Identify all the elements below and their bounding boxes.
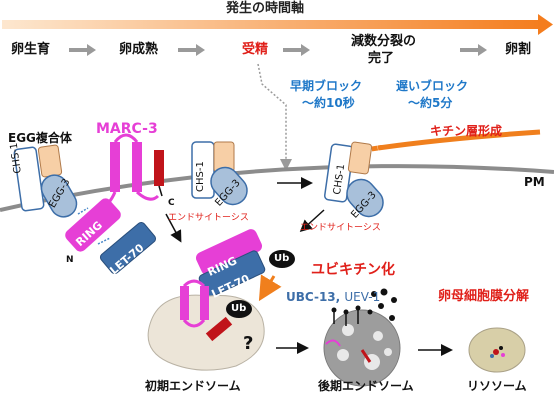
chitin-layer xyxy=(377,129,541,151)
endocytosis-arrow-right xyxy=(299,209,325,233)
dotted-arrow xyxy=(257,63,292,171)
ub-complex xyxy=(195,229,295,298)
interaction-arrow-1 xyxy=(77,207,89,215)
chs1-middle xyxy=(191,141,248,206)
chs1-left xyxy=(13,144,63,212)
chs1-right xyxy=(323,141,384,218)
endocytosis-label-left: エンドサイトーシス xyxy=(168,213,249,223)
stage-oocyte-growth: 卵生育 xyxy=(11,42,51,57)
pm-label: PM xyxy=(524,175,545,189)
chs1-middle-label: CHS-1 xyxy=(195,161,206,192)
stage-meiosis-line2: 完了 xyxy=(368,51,395,66)
ubc13-label: UBC-13, UEV-1 xyxy=(286,291,380,303)
degradation-label: 卵母細胞膜分解 xyxy=(438,289,530,304)
lysosome xyxy=(468,327,526,373)
ring-left xyxy=(65,198,121,252)
stage-meiosis-line1: 減数分裂の xyxy=(351,34,417,49)
late-endosome xyxy=(323,288,401,387)
marc3-label: MARC-3 xyxy=(96,121,158,137)
ubiquitination-arrow xyxy=(258,274,282,302)
ub-tag-1: Ub xyxy=(274,253,290,264)
ubc13-text: UBC-13, xyxy=(286,290,345,304)
early-block-label: 早期ブロック xyxy=(290,79,363,93)
c-terminus-label: C xyxy=(168,198,175,208)
stage-oocyte-maturation: 卵成熟 xyxy=(119,42,159,57)
late-block-time: ～約5分 xyxy=(408,96,453,110)
let70-left xyxy=(99,221,157,275)
question-mark: ? xyxy=(243,333,254,354)
early-block-time: ～約10秒 xyxy=(302,96,355,110)
chitin-label: キチン層形成 xyxy=(430,124,503,138)
marc3-protein xyxy=(99,133,164,212)
ubiquitination-label: ユビキチン化 xyxy=(311,262,395,278)
interaction-arrow-2 xyxy=(97,237,111,245)
plasma-membrane xyxy=(0,164,554,212)
lysosome-label: リソソーム xyxy=(467,379,527,393)
timeline-title: 発生の時間軸 xyxy=(226,1,305,16)
early-endosome xyxy=(147,279,265,371)
uev1-text: UEV-1 xyxy=(344,290,381,304)
egg3-left xyxy=(40,174,78,218)
egg-complex-label: EGG複合体 xyxy=(8,131,72,145)
endocytosis-arrow-left xyxy=(165,213,182,243)
endocytosis-label-right: エンドサイトーシス xyxy=(300,223,381,233)
stage-cleavage: 卵割 xyxy=(505,42,532,57)
ub-tag-2: Ub xyxy=(231,303,247,314)
late-block-label: 遅いブロック xyxy=(396,79,469,93)
late-endosome-label: 後期エンドソーム xyxy=(318,379,414,393)
early-endosome-label: 初期エンドソーム xyxy=(145,379,241,393)
n-terminus-label: N xyxy=(66,255,74,265)
timeline-arrow xyxy=(2,14,553,35)
stage-arrows xyxy=(69,44,487,56)
stage-fertilization: 受精 xyxy=(242,42,269,57)
